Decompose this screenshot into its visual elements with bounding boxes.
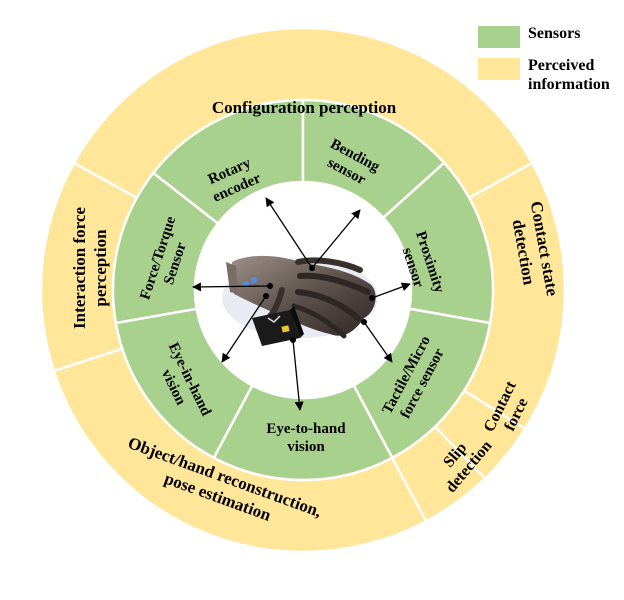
arrow-eye-in-hand-origin	[263, 293, 269, 299]
legend-label-perceived-information: Perceived information	[528, 56, 610, 94]
arrow-force-torque-origin	[267, 283, 273, 289]
arrow-rotary-encoder	[265, 197, 313, 269]
arrow-tactile-origin	[361, 319, 367, 325]
arrow-bending-sensor-origin	[309, 265, 315, 271]
arrow-force-torque	[192, 282, 271, 292]
camera-device-icon	[252, 306, 304, 346]
label-eye-to-hand: Eye-to-hand vision	[266, 421, 346, 455]
arrow-proximity	[371, 282, 411, 299]
arrow-proximity-origin	[369, 295, 375, 301]
label-interaction-force: Interaction force perception	[70, 207, 110, 329]
arrow-eye-in-hand	[221, 295, 267, 363]
arrow-tactile	[363, 321, 393, 363]
arrow-bending-sensor	[311, 209, 361, 269]
interaction-force-line1: Interaction force	[70, 207, 89, 329]
legend-swatch-perceived-information	[478, 58, 520, 80]
legend-perceived-line2: information	[528, 76, 610, 93]
robot-hand-icon	[222, 255, 378, 339]
legend-label-sensors: Sensors	[528, 25, 581, 42]
arrow-eye-to-hand	[292, 339, 304, 411]
eye-to-hand-line1: Eye-to-hand	[266, 421, 346, 437]
eye-to-hand-line2: vision	[287, 439, 325, 455]
arrow-eye-to-hand-origin	[290, 337, 296, 343]
sensor-arrows	[192, 197, 411, 411]
legend: Sensors Perceived information	[478, 24, 622, 102]
legend-item-sensors: Sensors	[478, 24, 622, 48]
legend-item-perceived-information: Perceived information	[478, 56, 622, 94]
legend-swatch-sensors	[478, 26, 520, 48]
legend-perceived-line1: Perceived	[528, 57, 595, 74]
interaction-force-line2: perception	[91, 229, 110, 307]
label-configuration-perception: Configuration perception	[212, 98, 397, 117]
sensors-ring	[111, 98, 495, 482]
